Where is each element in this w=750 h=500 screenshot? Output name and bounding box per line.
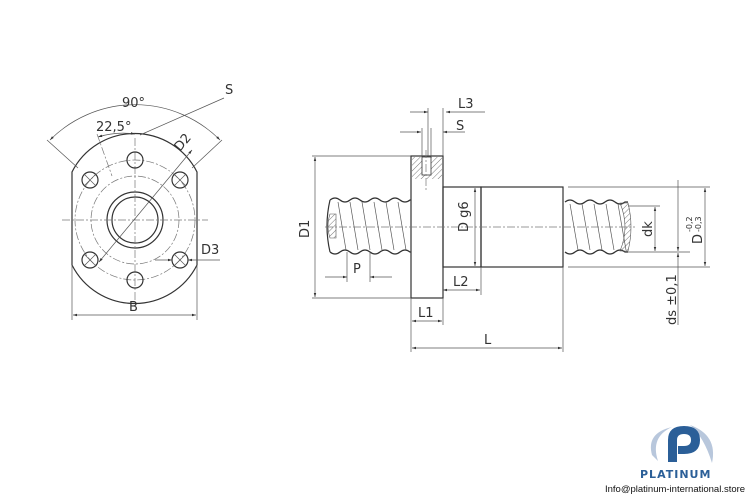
dk-label: dk xyxy=(641,221,656,237)
l1-label: L1 xyxy=(418,306,434,321)
angle-90-label: 90° xyxy=(122,96,145,111)
dg6-label: D g6 xyxy=(457,201,472,232)
d1-label: D1 xyxy=(298,220,313,238)
s-label: S xyxy=(225,83,233,98)
d-label: D xyxy=(691,234,706,244)
s-side-label: S xyxy=(456,119,464,134)
p-label: P xyxy=(353,262,361,277)
flange-front-view xyxy=(46,97,225,320)
logo-name: PLATINUM xyxy=(640,468,712,481)
ds-label: ds ±0,1 xyxy=(665,274,680,325)
d3-label: D3 xyxy=(201,243,219,258)
angle-22-label: 22,5° xyxy=(96,120,131,135)
d-tol-upper: -0,2 xyxy=(685,216,694,232)
contact-email: Info@platinum-international.store xyxy=(605,484,746,495)
l3-label: L3 xyxy=(458,97,474,112)
l-label: L xyxy=(484,333,492,348)
l2-label: L2 xyxy=(453,275,469,290)
platinum-logo-icon xyxy=(650,425,714,463)
b-label: B xyxy=(129,300,138,315)
d-tol-lower: -0,3 xyxy=(694,216,703,232)
ballscrew-side-view xyxy=(312,108,710,352)
